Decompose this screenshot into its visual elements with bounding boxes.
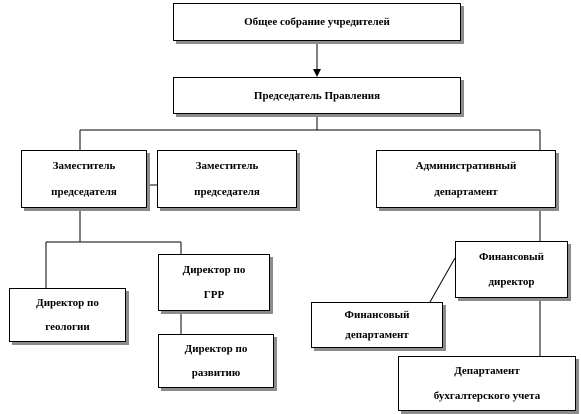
deputy-chairman-2-label-line2: председателя (194, 186, 260, 198)
deputy-chairman-1-label-line2: председателя (51, 186, 117, 198)
geology-director-box: Директор по геологии (9, 288, 126, 342)
fin-dir-to-fin-dept-line (429, 257, 456, 303)
financial-department-box: Финансовый департамент (311, 302, 443, 348)
development-director-label-line2: развитию (191, 367, 241, 379)
development-director-label-line1: Директор по (184, 343, 248, 355)
administrative-department-label-line2: департамент (434, 186, 498, 198)
accounting-department-box: Департамент бухгалтерского учета (398, 356, 576, 411)
deputy-chairman-1-box: Заместитель председателя (21, 150, 147, 208)
deputy-chairman-2-box: Заместитель председателя (157, 150, 297, 208)
financial-department-label-line2: департамент (345, 329, 409, 341)
financial-department-label-line1: Финансовый (344, 309, 410, 321)
geology-director-label-line2: геологии (45, 321, 90, 333)
founders-meeting-label: Общее собрание учредителей (244, 16, 390, 28)
administrative-department-box: Административный департамент (376, 150, 556, 208)
accounting-department-label-line2: бухгалтерского учета (433, 389, 541, 402)
geology-director-label-line1: Директор по (36, 297, 99, 309)
accounting-department-label-line1: Департамент (454, 365, 520, 378)
administrative-department-label-line1: Административный (415, 160, 517, 172)
development-director-box: Директор по развитию (158, 334, 274, 388)
grr-director-box: Директор по ГРР (158, 254, 270, 311)
deputy-chairman-1-label-line1: Заместитель (52, 160, 116, 172)
financial-director-label-line2: директор (488, 276, 535, 289)
founders-meeting-box: Общее собрание учредителей (173, 3, 461, 41)
board-chairman-box: Председатель Правления (173, 77, 461, 114)
grr-director-label-line2: ГРР (203, 289, 225, 302)
grr-director-label-line1: Директор по (182, 263, 246, 276)
board-chairman-label: Председатель Правления (253, 89, 381, 102)
financial-director-box: Финансовый директор (455, 241, 568, 298)
deputy-chairman-2-label-line1: Заместитель (195, 160, 259, 172)
financial-director-label-line1: Финансовый (479, 250, 544, 263)
